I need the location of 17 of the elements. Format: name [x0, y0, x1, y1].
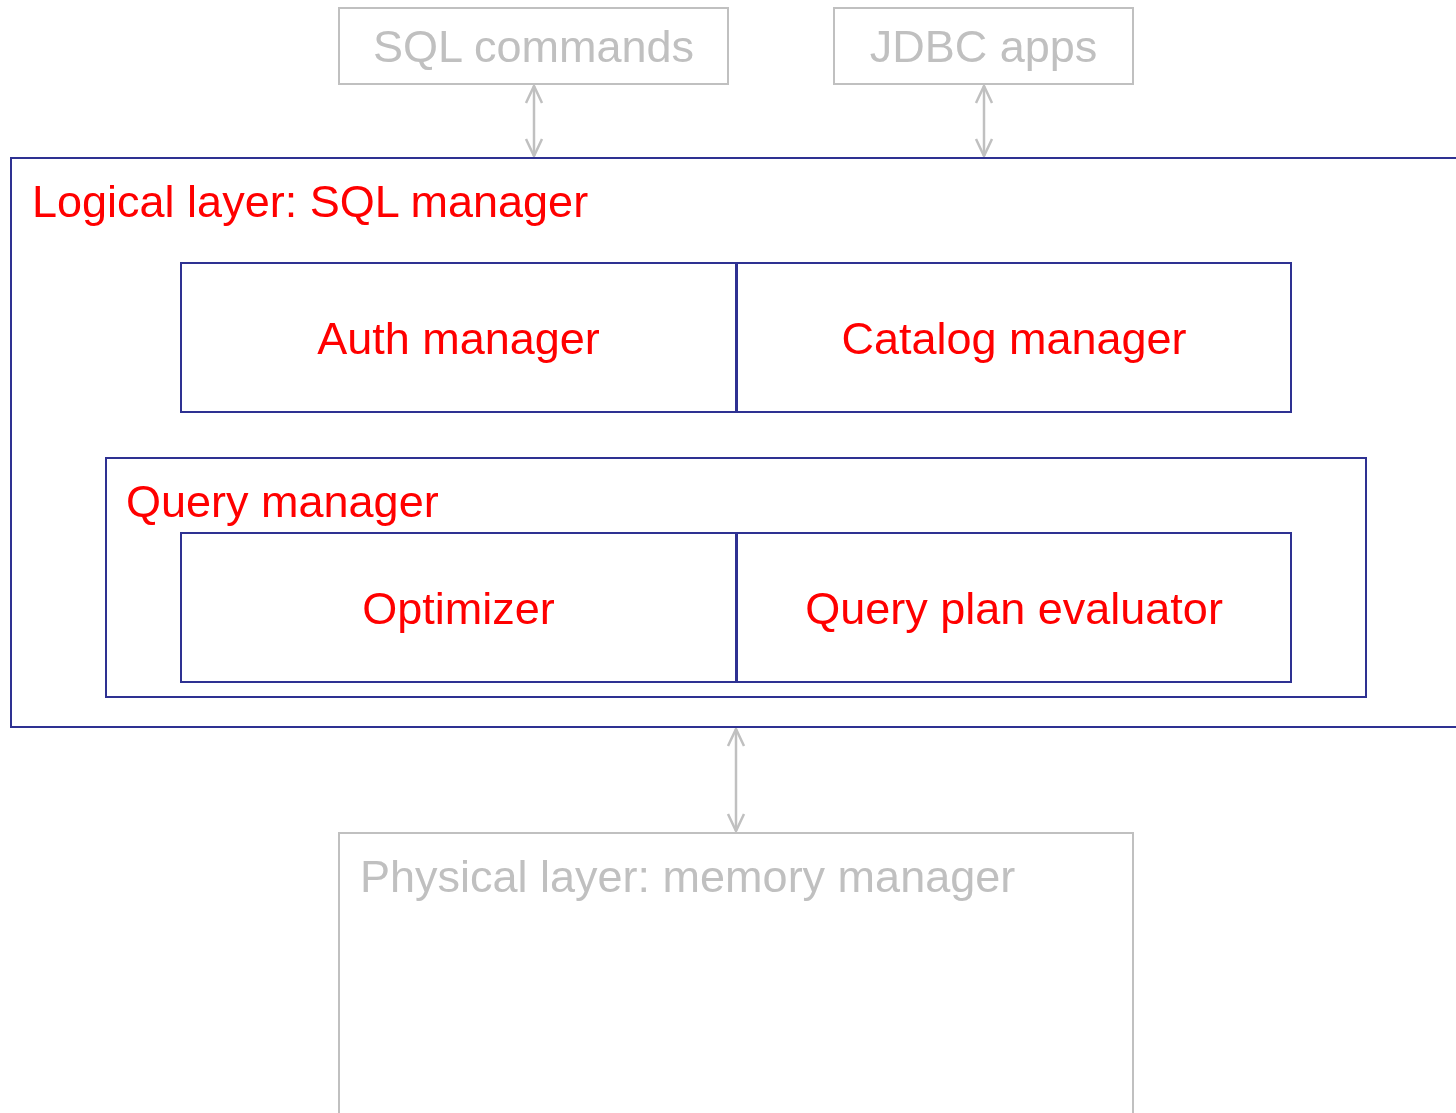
component-box	[736, 532, 1292, 683]
external-box	[338, 832, 1134, 1113]
container-box	[10, 157, 1456, 728]
external-box	[338, 7, 729, 85]
external-box	[833, 7, 1134, 85]
box-heading: Logical layer: SQL manager	[32, 179, 589, 224]
box-label: JDBC apps	[868, 23, 1099, 69]
container-box	[105, 457, 1367, 698]
double-arrow	[726, 727, 746, 833]
double-arrow	[974, 84, 994, 158]
box-heading: Physical layer: memory manager	[360, 854, 1016, 899]
component-box	[180, 262, 737, 413]
box-heading: Query manager	[126, 479, 439, 524]
component-box	[180, 532, 737, 683]
double-arrow	[524, 84, 544, 158]
component-box	[736, 262, 1292, 413]
box-label: SQL commands	[372, 23, 695, 69]
